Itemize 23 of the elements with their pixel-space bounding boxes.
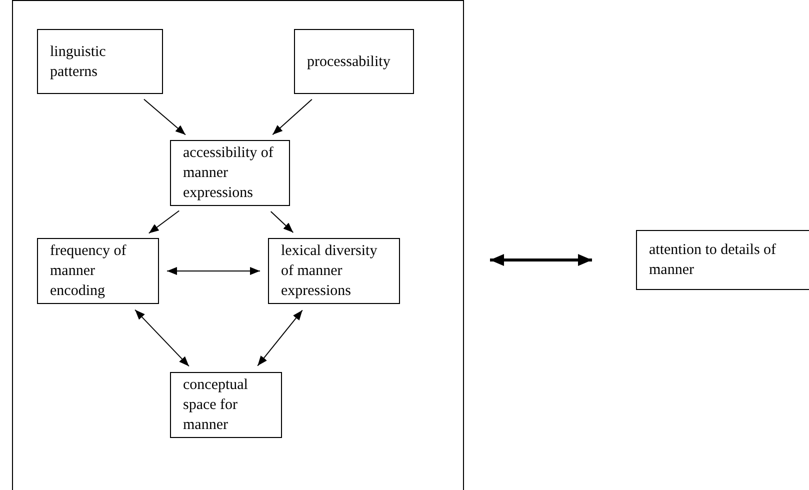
- arrow: [270, 210, 294, 234]
- box-label: linguistic patterns: [50, 42, 107, 82]
- arrow: [148, 210, 180, 234]
- concept-box: [294, 29, 414, 94]
- box-label: processability: [307, 52, 390, 72]
- arrow: [166, 267, 260, 275]
- box-label: conceptual space for manner: [183, 376, 249, 435]
- concept-box: [170, 140, 290, 206]
- arrow: [143, 98, 186, 136]
- arrow: [257, 310, 303, 366]
- arrow: [272, 98, 312, 136]
- box-label: accessibility of manner expressions: [183, 144, 274, 203]
- arrow: [490, 254, 592, 266]
- concept-box: [170, 372, 282, 438]
- box-label: frequency of manner encoding: [50, 242, 128, 301]
- frame-box: [12, 0, 464, 490]
- concept-box: [636, 230, 809, 290]
- box-label: lexical diversity of manner expressions: [281, 242, 378, 301]
- concept-box: [37, 238, 159, 304]
- arrow: [134, 309, 190, 367]
- concept-box: [268, 238, 400, 304]
- box-label: attention to details of manner: [649, 241, 778, 280]
- concept-box: [37, 29, 163, 94]
